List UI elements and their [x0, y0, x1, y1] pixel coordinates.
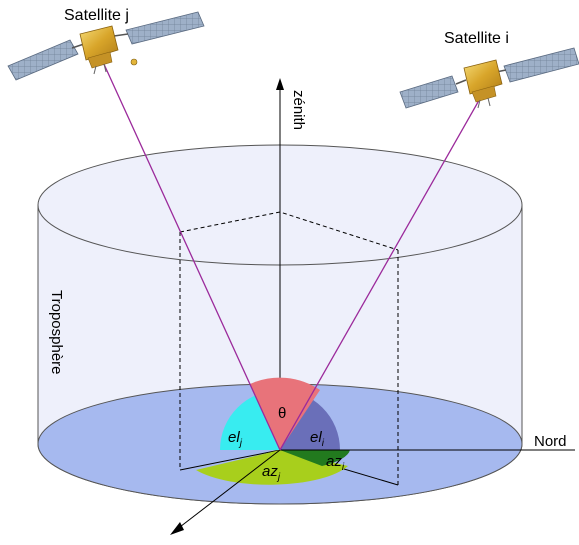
troposphere-label: Troposphère — [48, 290, 65, 375]
sightline-i — [279, 87, 487, 451]
front-axis — [170, 449, 281, 535]
satellite-j-label: Satellite j — [64, 7, 129, 24]
theta-sector — [250, 377, 320, 450]
zenith-label: zénith — [290, 90, 307, 130]
satellite-j-icon — [7, 11, 205, 81]
north-label: Nord — [534, 433, 567, 450]
az-j-label: azj — [262, 463, 281, 483]
az-i-sector — [280, 450, 350, 466]
satellite-i-icon — [399, 47, 579, 109]
el-j-label: elj — [228, 429, 243, 449]
el-i-label: eli — [310, 429, 325, 449]
sightline-j — [102, 61, 281, 451]
az-i-label: azi — [326, 453, 345, 473]
satellite-i-label: Satellite i — [444, 30, 509, 47]
theta-label: θ — [278, 405, 286, 422]
